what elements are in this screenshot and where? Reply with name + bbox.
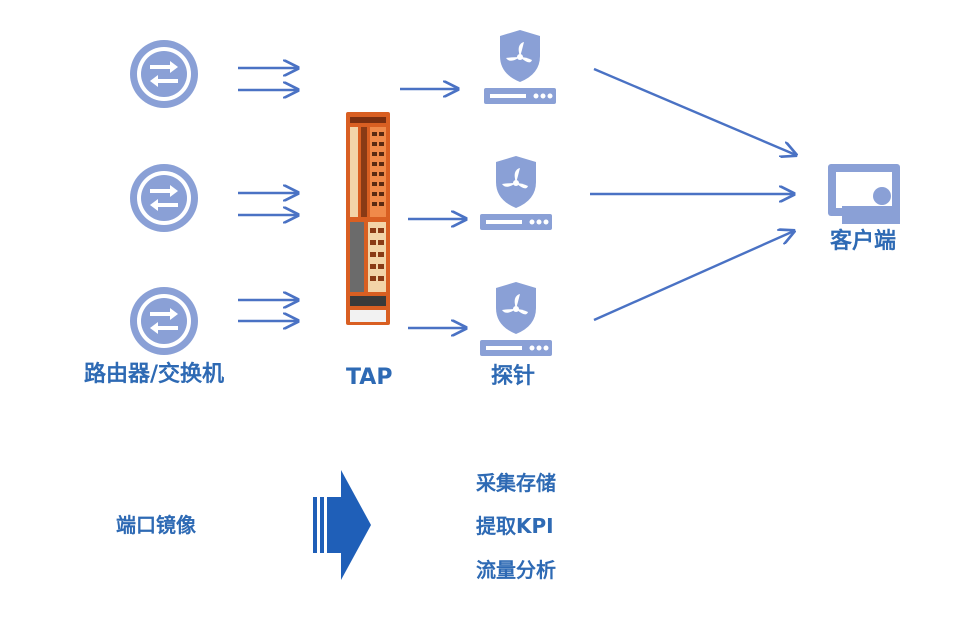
probe-server-icon-3 bbox=[480, 282, 552, 356]
probe-server-icon-2 bbox=[480, 156, 552, 230]
probe-label: 探针 bbox=[491, 364, 536, 389]
function-collect-store: 采集存储 bbox=[476, 471, 556, 495]
function-traffic-analysis: 流量分析 bbox=[476, 558, 556, 582]
function-extract-kpi: 提取KPI bbox=[476, 514, 554, 538]
block-arrow-icon bbox=[313, 470, 371, 580]
router-switch-icon-1 bbox=[128, 38, 200, 110]
tap-to-probe-arrows bbox=[400, 89, 466, 328]
probe-to-client-arrows bbox=[590, 67, 796, 322]
probe-server-icon-1 bbox=[484, 30, 556, 104]
port-mirror-label: 端口镜像 bbox=[116, 513, 196, 537]
routers-label: 路由器/交换机 bbox=[84, 362, 225, 387]
client-label: 客户端 bbox=[830, 229, 897, 254]
router-to-tap-arrows bbox=[238, 68, 298, 321]
router-switch-icon-2 bbox=[128, 162, 200, 234]
tap-label: TAP bbox=[346, 365, 393, 390]
client-monitor-icon bbox=[828, 164, 900, 224]
router-switch-icon-3 bbox=[128, 285, 200, 357]
tap-device-icon bbox=[346, 112, 390, 325]
